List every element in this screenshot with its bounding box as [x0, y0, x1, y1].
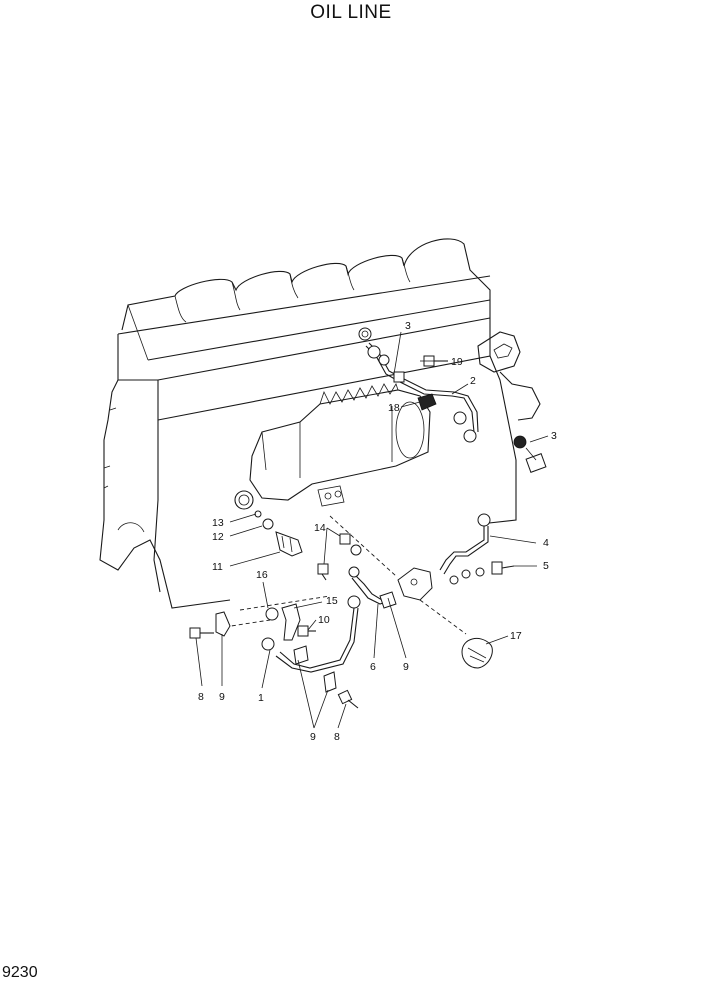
callout-14: 14: [314, 522, 326, 534]
leader-lines: [195, 331, 549, 729]
callout-9: 9: [310, 731, 316, 743]
callout-15: 15: [326, 595, 338, 607]
callout-10: 10: [318, 614, 330, 626]
callout-9: 9: [403, 661, 409, 673]
lower-oil-lines: [189, 566, 397, 709]
page-number: 9230: [2, 964, 38, 981]
callout-13: 13: [212, 517, 224, 529]
callout-18: 18: [388, 402, 400, 414]
engine-block: [99, 238, 541, 629]
callout-11: 11: [212, 561, 223, 573]
callout-labels: 3 19 2 18 3 13 12 14 4 11 5 16 15 10 17 …: [198, 320, 557, 743]
callout-16: 16: [256, 569, 268, 581]
callout-2: 2: [470, 375, 476, 387]
callout-9: 9: [219, 691, 225, 703]
lower-fittings: [254, 510, 362, 641]
page-title: OIL LINE: [310, 2, 392, 23]
callout-6: 6: [370, 661, 376, 673]
callout-4: 4: [543, 537, 549, 549]
callout-19: 19: [451, 356, 463, 368]
callout-3: 3: [551, 430, 557, 442]
upper-oil-line: [358, 327, 547, 473]
callout-3: 3: [405, 320, 411, 332]
callout-8: 8: [334, 731, 340, 743]
junction-block: [329, 515, 493, 669]
callout-17: 17: [510, 630, 522, 642]
callout-8: 8: [198, 691, 204, 703]
right-oil-line: [439, 513, 515, 585]
callout-12: 12: [212, 531, 224, 543]
callout-1: 1: [258, 692, 264, 704]
callout-5: 5: [543, 560, 549, 572]
